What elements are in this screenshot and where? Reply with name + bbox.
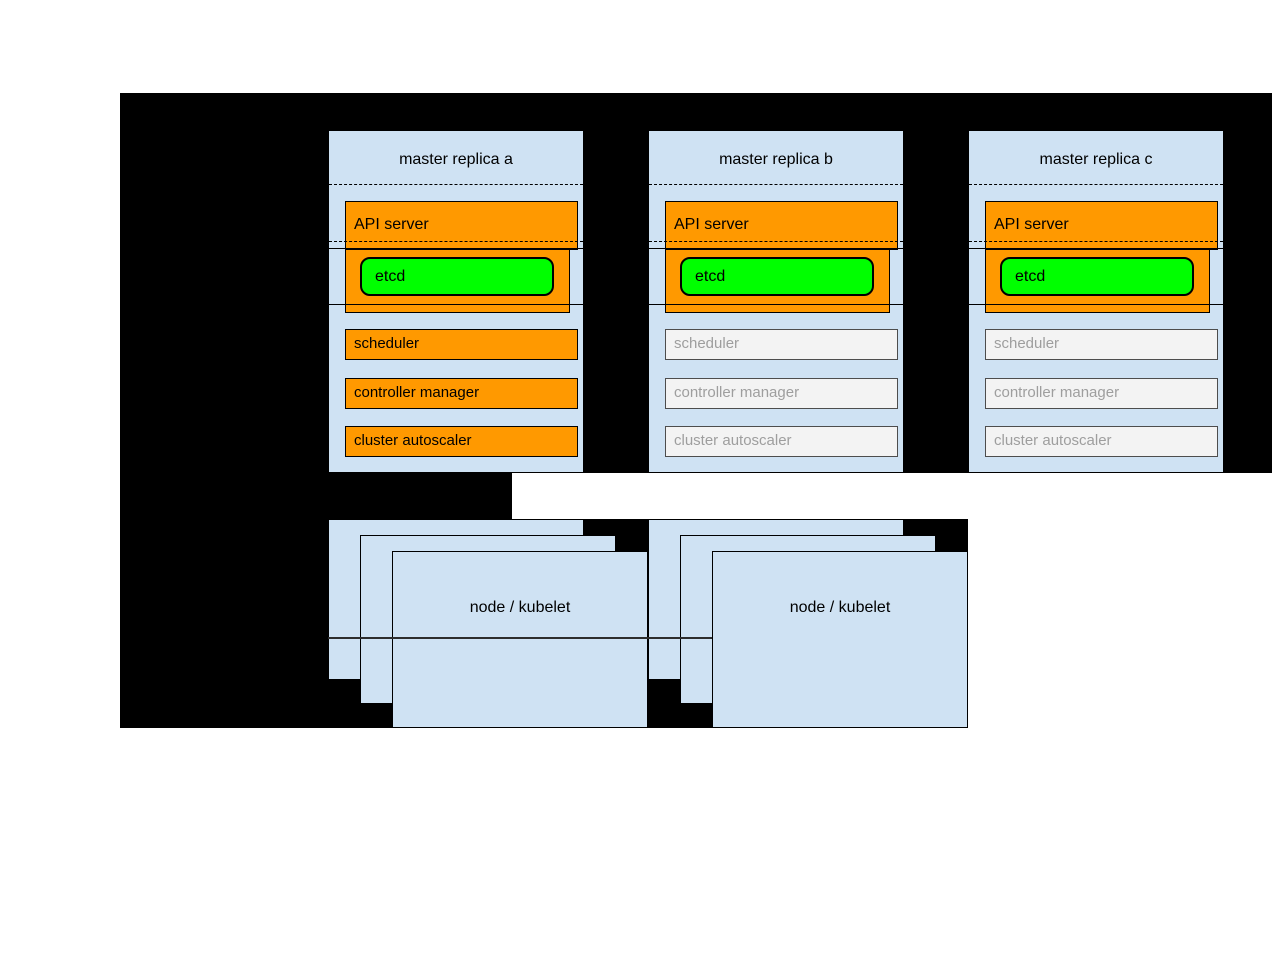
connector-line: [329, 304, 583, 305]
connector-line: [329, 248, 583, 249]
etcd-box: etcd: [1000, 257, 1194, 296]
controller-manager-box: controller manager: [665, 378, 898, 409]
api-server-box: API server: [345, 201, 578, 250]
node-divider-line: [328, 637, 712, 639]
cluster-autoscaler-box: cluster autoscaler: [985, 426, 1218, 457]
scheduler-box: scheduler: [665, 329, 898, 360]
master-replica-c-box: master replica c API server etcd schedul…: [968, 130, 1224, 473]
scheduler-box: scheduler: [345, 329, 578, 360]
dashed-separator: [329, 184, 583, 185]
connector-line: [969, 304, 1223, 305]
etcd-box: etcd: [360, 257, 554, 296]
api-server-box: API server: [985, 201, 1218, 250]
master-replica-a-box: master replica a API server etcd schedul…: [328, 130, 584, 473]
controller-manager-box: controller manager: [985, 378, 1218, 409]
replica-title: master replica b: [719, 151, 833, 168]
master-replica-b-box: master replica b API server etcd schedul…: [648, 130, 904, 473]
cluster-autoscaler-box: cluster autoscaler: [345, 426, 578, 457]
dashed-separator: [969, 184, 1223, 185]
etcd-box: etcd: [680, 257, 874, 296]
replica-title: master replica c: [1039, 151, 1153, 168]
cluster-autoscaler-box: cluster autoscaler: [665, 426, 898, 457]
connector-line: [649, 248, 903, 249]
controller-manager-box: controller manager: [345, 378, 578, 409]
dashed-separator: [649, 184, 903, 185]
connector-line: [649, 304, 903, 305]
replica-title: master replica a: [399, 151, 513, 168]
connector-line: [969, 248, 1223, 249]
dashed-separator: [969, 241, 1223, 242]
api-server-box: API server: [665, 201, 898, 250]
node-label: node / kubelet: [469, 599, 571, 616]
node-box-front: node / kubelet: [712, 551, 968, 728]
dashed-separator: [649, 241, 903, 242]
node-label: node / kubelet: [789, 599, 891, 616]
node-box-front: node / kubelet: [392, 551, 648, 728]
dashed-separator: [329, 241, 583, 242]
scheduler-box: scheduler: [985, 329, 1218, 360]
